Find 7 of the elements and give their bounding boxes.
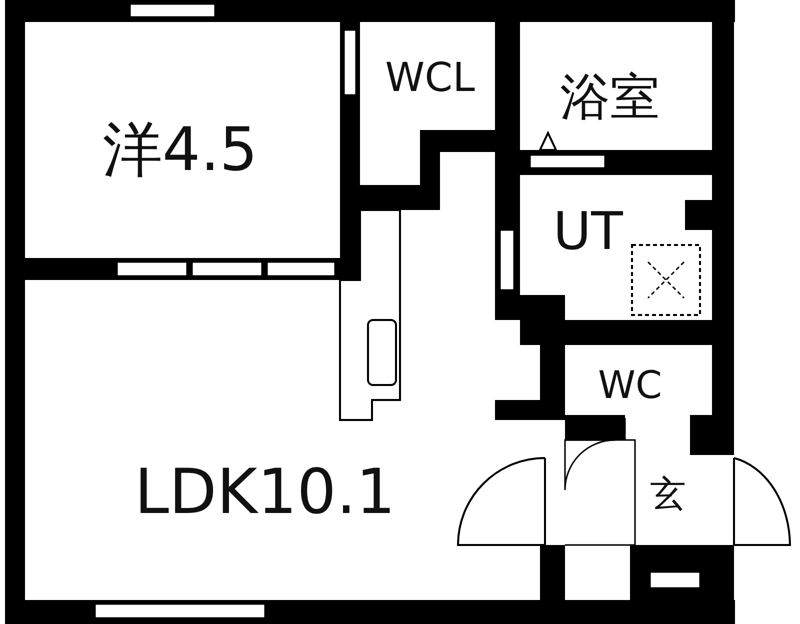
- room-label: WC: [598, 366, 662, 404]
- room-label: UT: [553, 206, 623, 258]
- room-label: 洋4.5: [102, 120, 258, 180]
- room-label: LDK10.1: [134, 461, 396, 523]
- room-label: 浴室: [560, 72, 660, 122]
- room-label: WCL: [385, 58, 475, 98]
- room-label: 玄: [650, 477, 686, 513]
